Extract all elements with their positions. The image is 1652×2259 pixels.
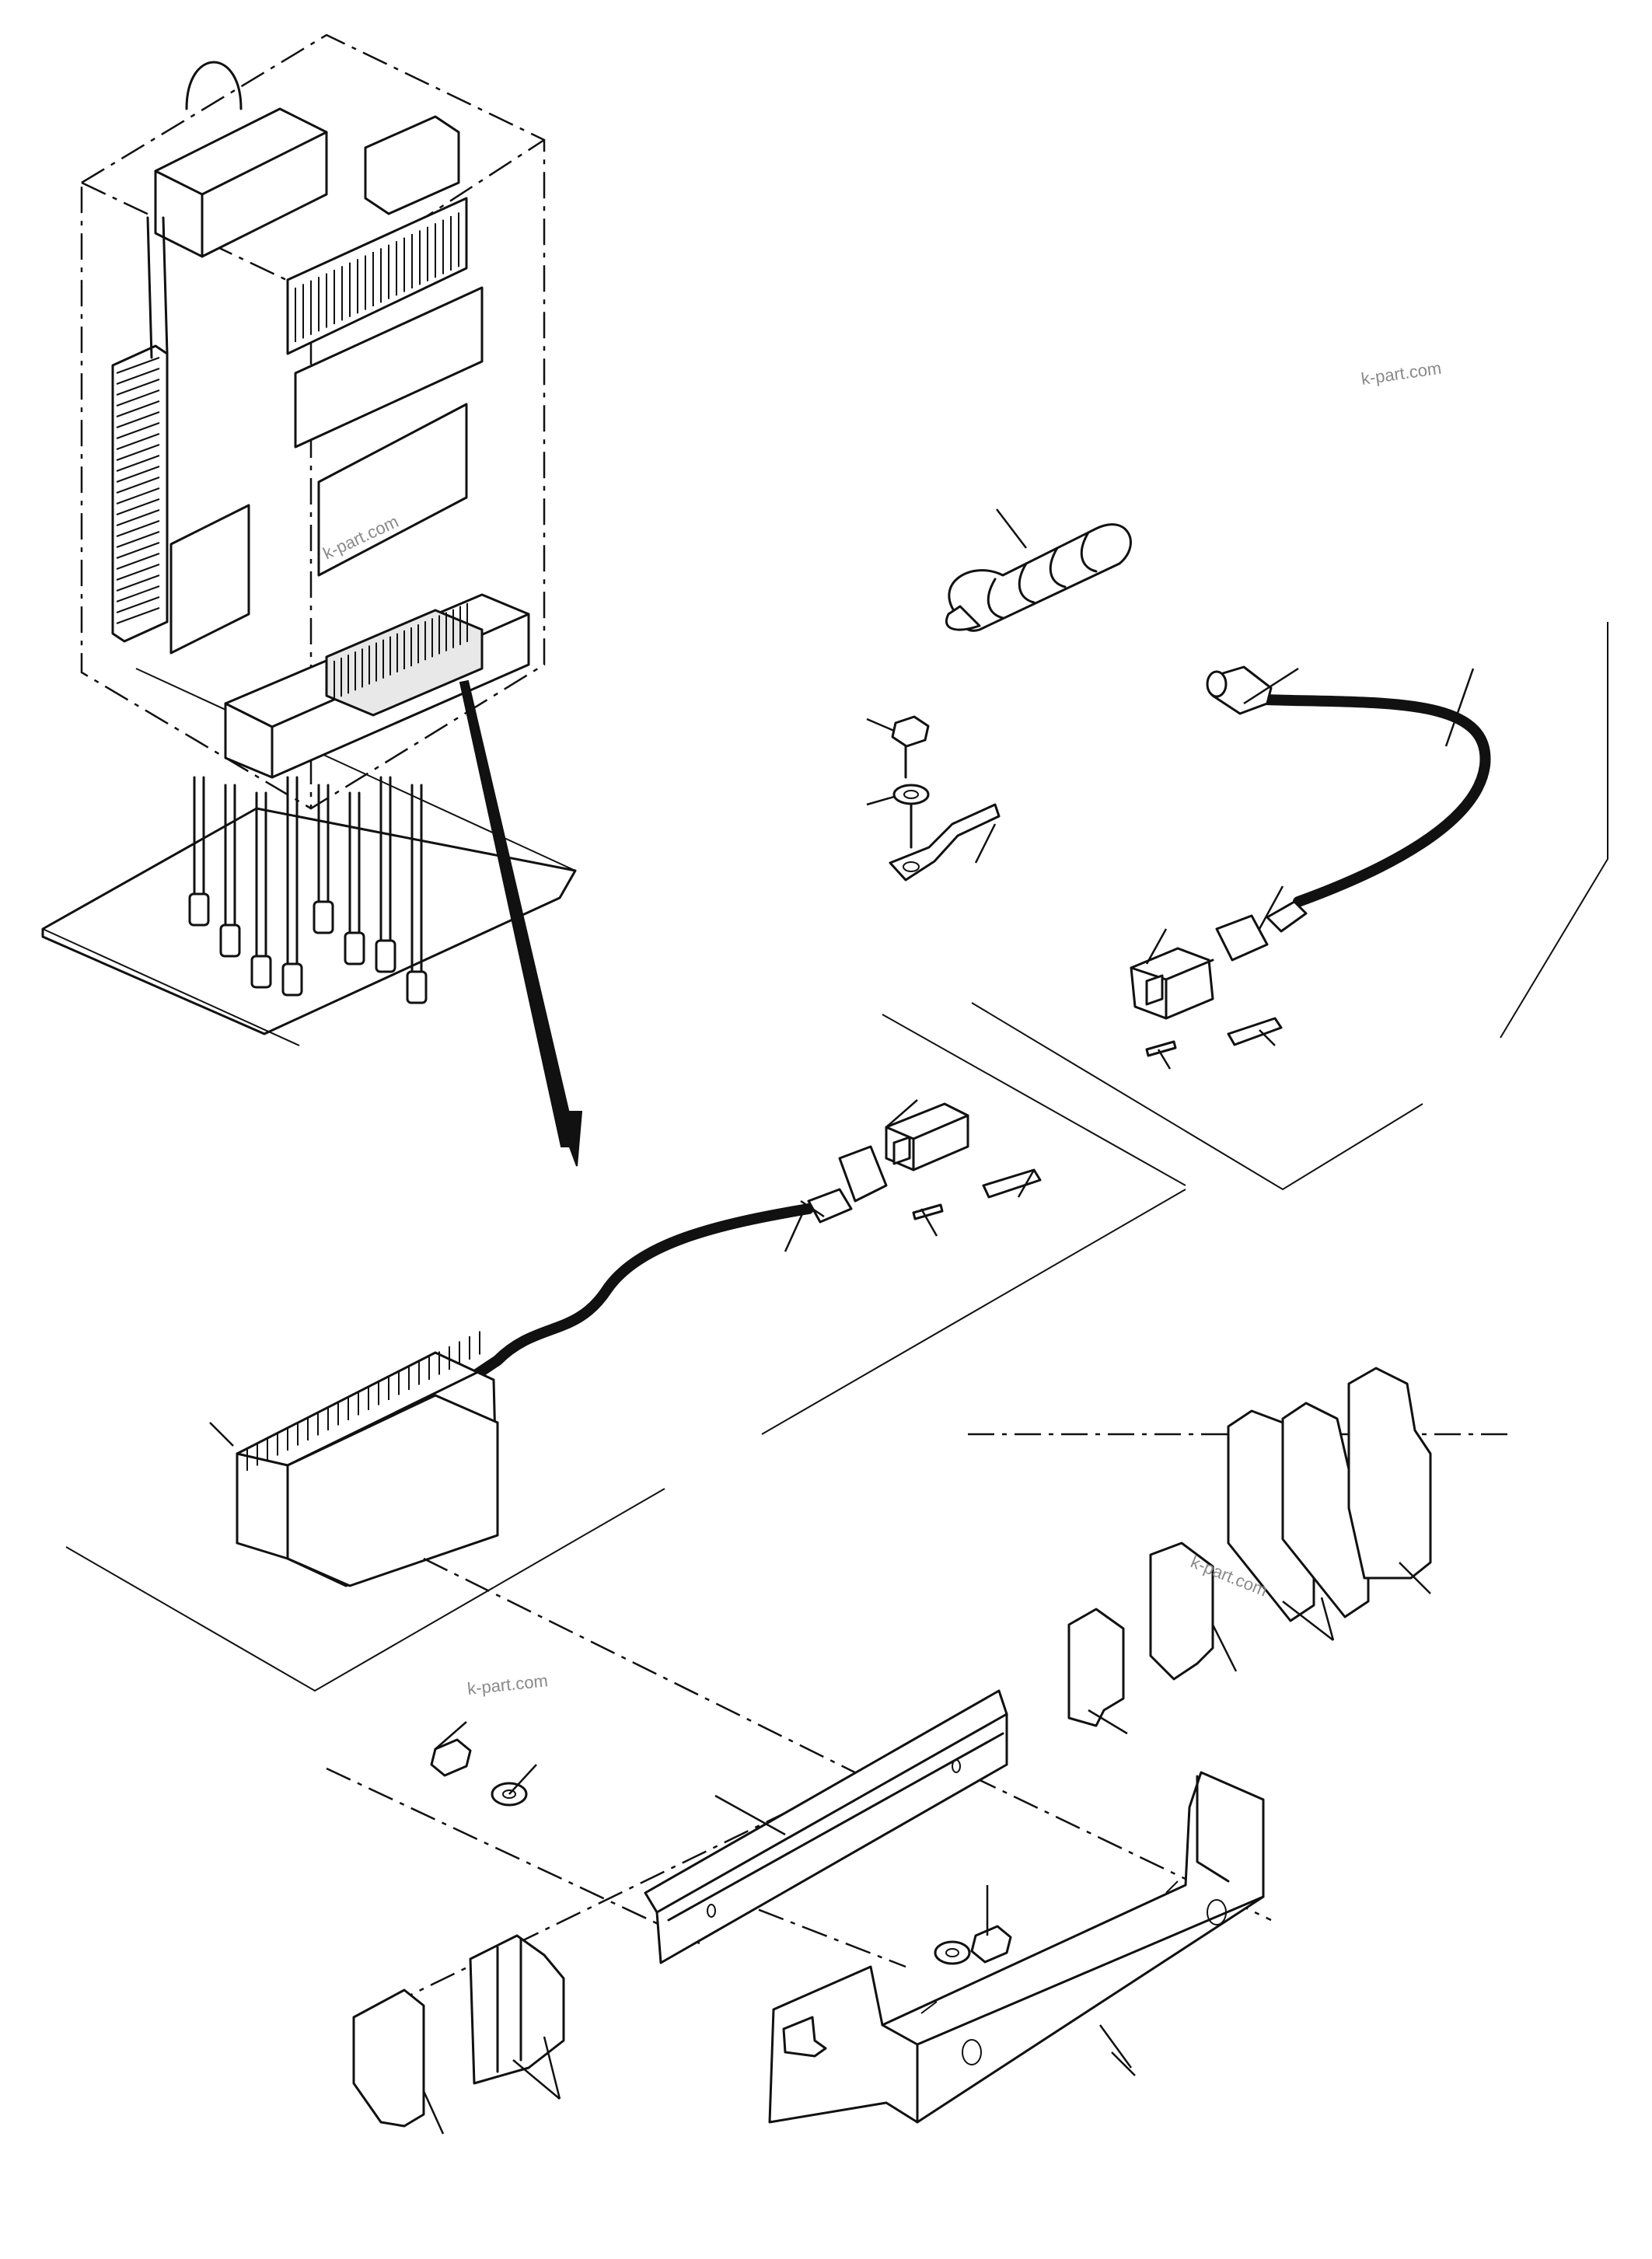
harness-wire bbox=[379, 776, 392, 942]
watermark-top-right: k-part.com bbox=[1360, 358, 1442, 389]
harness-wire bbox=[317, 784, 330, 903]
harness-wire bbox=[193, 776, 205, 896]
harness-connector bbox=[219, 924, 241, 958]
wiring-duct bbox=[224, 593, 530, 779]
watermark-bottom-left: k-part.com bbox=[466, 1671, 549, 1699]
callout-arrow bbox=[459, 679, 583, 1167]
vertical-terminal-strip bbox=[111, 344, 169, 643]
middle-detail bbox=[65, 1102, 1186, 1692]
harness-wire bbox=[255, 791, 267, 958]
spiral-wrap-tube bbox=[945, 523, 1132, 632]
harness-wire bbox=[224, 784, 236, 927]
harness-connector bbox=[281, 962, 303, 997]
ground-strap bbox=[889, 803, 1001, 882]
terminal-block-rows bbox=[286, 197, 484, 577]
din-rail bbox=[644, 1689, 1008, 1964]
hex-nut-right bbox=[970, 1925, 1012, 1964]
harness-connector bbox=[375, 939, 396, 973]
din-rail-assembly bbox=[326, 1367, 1512, 2128]
connector-housing-right bbox=[1130, 947, 1214, 1020]
harness-connector bbox=[344, 931, 365, 965]
harness-wire bbox=[348, 791, 361, 934]
cabinet-harness-connectors bbox=[188, 776, 428, 1004]
ground-strap-set bbox=[889, 715, 1001, 882]
terminal-pin-middle bbox=[912, 1203, 944, 1220]
harness-wire bbox=[286, 776, 299, 965]
hex-nut-left bbox=[430, 1738, 472, 1777]
detail-frame-upper-right bbox=[882, 622, 1608, 1191]
rubber-boot-middle bbox=[838, 1145, 888, 1203]
terminal-blocks-left bbox=[352, 1934, 565, 2128]
hex-nut bbox=[891, 715, 930, 748]
rubber-boot bbox=[1215, 914, 1269, 962]
terminal-socket-middle bbox=[982, 1168, 1042, 1199]
mounting-bracket bbox=[768, 1771, 1265, 2124]
sensor-cable-middle bbox=[469, 1102, 1042, 1381]
washer bbox=[892, 784, 930, 805]
harness-connector bbox=[313, 900, 334, 934]
terminal-blocks-right bbox=[1067, 1367, 1432, 1727]
leader-lines bbox=[209, 508, 1475, 2135]
harness-connector bbox=[406, 970, 428, 1004]
sensor-cable-right bbox=[1130, 665, 1491, 1057]
upper-right-detail bbox=[882, 523, 1608, 1191]
washer-right bbox=[934, 1940, 971, 1965]
detail-frame-middle bbox=[65, 1189, 1186, 1692]
terminal-socket bbox=[1227, 1017, 1283, 1046]
control-cabinet-assembly bbox=[41, 33, 577, 1046]
harness-connector bbox=[250, 955, 272, 989]
harness-connector bbox=[188, 892, 210, 927]
terminal-block-module bbox=[236, 1331, 499, 1587]
terminal-pin bbox=[1145, 1040, 1177, 1057]
harness-wire bbox=[410, 784, 423, 973]
